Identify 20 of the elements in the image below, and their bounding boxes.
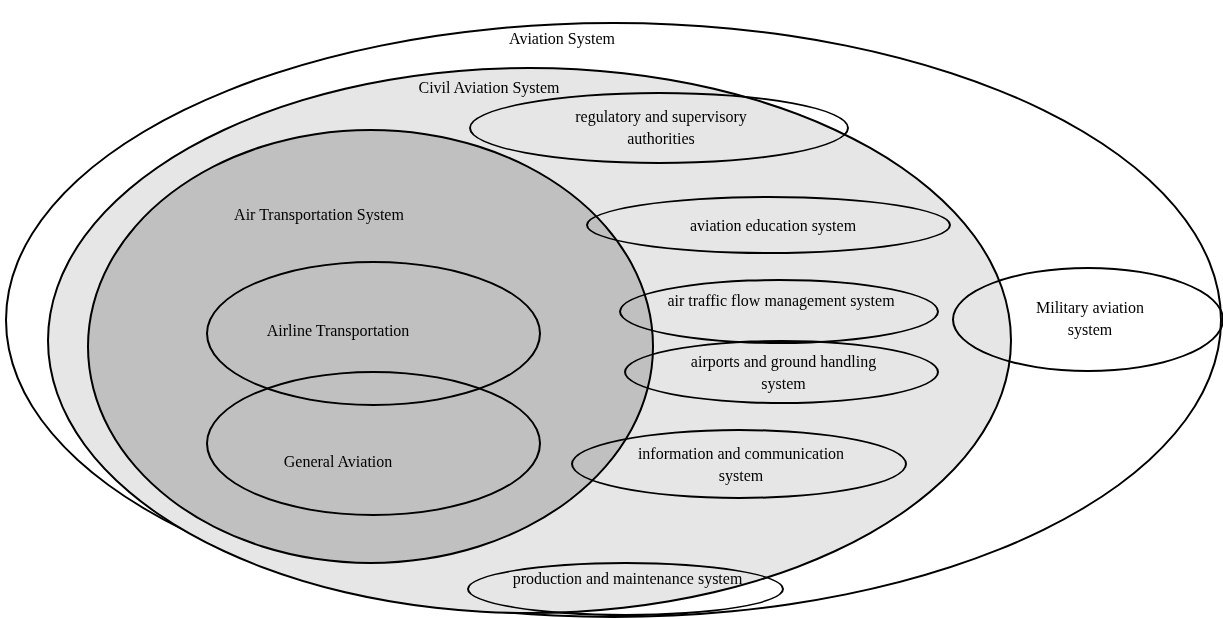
set-label: aviation education system [688, 216, 858, 237]
set-label: airports and ground handling system [689, 352, 878, 395]
set-label: information and communication system [636, 444, 846, 487]
set-label: production and maintenance system [511, 569, 744, 590]
set-label: Military aviation system [1035, 298, 1145, 341]
set-label: Aviation System [508, 29, 616, 50]
set-ellipse [206, 371, 541, 516]
set-ellipse [624, 340, 939, 404]
set-label: Civil Aviation System [417, 78, 561, 99]
set-ellipse [619, 279, 939, 344]
set-label: General Aviation [282, 452, 394, 472]
set-ellipse [467, 562, 784, 616]
set-label: regulatory and supervisory authorities [574, 107, 748, 149]
set-ellipse [206, 261, 541, 406]
set-ellipse [571, 429, 907, 499]
set-ellipse [586, 196, 951, 254]
set-ellipse [952, 267, 1223, 372]
set-label: Air Transportation System [233, 205, 405, 226]
set-label: Airline Transportation [265, 321, 411, 342]
set-label: air traffic flow management system [666, 291, 896, 312]
